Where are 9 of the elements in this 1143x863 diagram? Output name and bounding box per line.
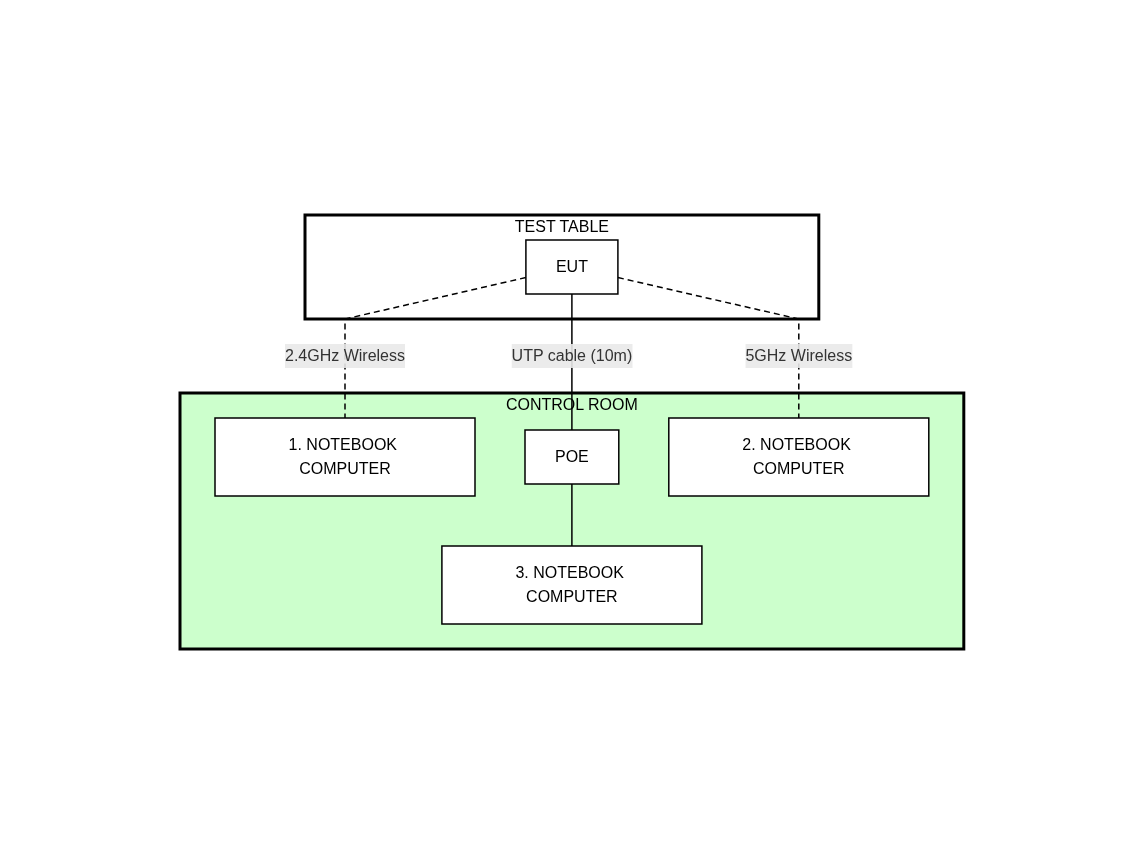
connector	[570, 482, 573, 547]
edge-label: 5GHz Wireless	[745, 346, 852, 364]
node-box: 3. NOTEBOOK COMPUTER	[440, 544, 703, 625]
node-box: EUT	[524, 238, 619, 295]
node-box: 1. NOTEBOOK COMPUTER	[213, 416, 476, 497]
node-box: 2. NOTEBOOK COMPUTER	[667, 416, 930, 497]
edge-label: UTP cable (10m)	[511, 346, 632, 364]
node-box: POE	[523, 428, 620, 485]
edge-label: 2.4GHz Wireless	[284, 346, 405, 364]
